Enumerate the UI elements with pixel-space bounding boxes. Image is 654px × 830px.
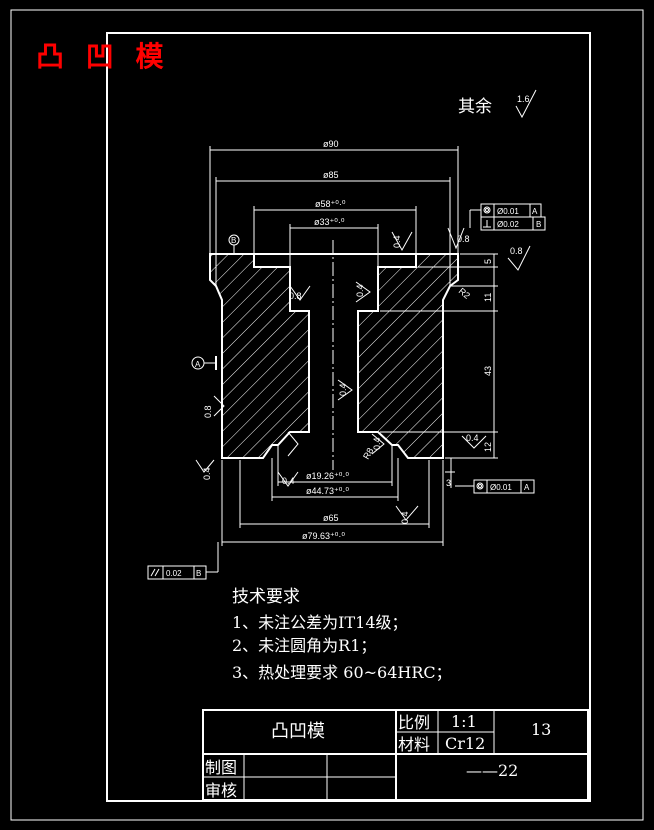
finish-04b: 0.4 [355,284,365,297]
dim-r2: R2 [457,286,472,301]
svg-text:Ø0.01: Ø0.01 [497,207,519,216]
svg-text:B: B [536,220,541,229]
finish-04h: 0.4 [400,511,410,524]
finish-04g: 0.4 [282,476,295,486]
tolerance-frame-perp-top: Ø0.02 B [480,216,546,231]
dim-d85: ø85 [323,170,339,180]
tolerance-frame-concentric-bottom: Ø0.01 A [473,479,535,494]
requirements-heading: 技术要求 [232,587,300,607]
material-label: 材料 [398,735,430,754]
svg-text:A: A [532,207,538,216]
finish-04c: 0.4 [338,383,348,396]
svg-text:0.02: 0.02 [166,569,182,578]
section-left [209,253,310,459]
dim-d79: ø79.63⁺⁰·⁰ [302,531,345,541]
finish-04f: 0.4 [202,467,212,480]
finish-08a: 0.8 [457,234,470,244]
finish-08c: 0.8 [289,291,302,301]
finish-04a: 0.4 [392,235,402,248]
inner-frame [106,32,591,802]
tolerance-frame-concentric-top: Ø0.01 A [480,203,542,218]
part-name: 凸凹模 [271,721,325,742]
requirement-item-2: 2、未注圆角为R1； [232,636,376,655]
dim-d44: ø44.73⁺⁰·⁰ [306,486,349,496]
dim-h43: 43 [483,366,493,376]
tolerance-frame-parallel: 0.02 B [147,565,207,580]
finish-04e: 0.4 [466,433,479,443]
dim-d65: ø65 [323,513,339,523]
svg-text:Ø0.01: Ø0.01 [490,483,512,492]
roughness-other-value: 1.6 [517,94,530,104]
scale-label: 比例 [398,713,430,732]
svg-text:A: A [524,483,530,492]
dim-d90: ø90 [323,139,339,149]
finish-08d: 0.8 [203,405,213,418]
dim-h3: 3 [446,478,451,488]
quantity: 13 [531,720,551,739]
page-title: 凸 凹 模 [36,40,170,73]
material-value: Cr12 [445,734,485,753]
drawing-number: ——22 [466,761,518,780]
drawn-label: 制图 [205,758,237,777]
scale-value: 1:1 [451,712,477,731]
dim-d19: ø19.26⁺⁰·⁰ [306,471,349,481]
section-right [357,253,459,459]
dim-d58: ø58⁺⁰·⁰ [315,199,346,209]
svg-text:B: B [196,569,201,578]
svg-text:Ø0.02: Ø0.02 [497,220,519,229]
requirement-item-1: 1、未注公差为IT14级； [232,613,408,632]
dim-h5: 5 [483,259,493,264]
dim-d33: ø33⁺⁰·⁰ [314,217,345,227]
dim-h11: 11 [483,293,493,302]
roughness-other-label: 其余 [458,97,492,117]
datum-b-letter: B [231,236,236,245]
dim-r8: R8 [361,446,375,461]
title-block [202,709,589,801]
outer-frame [10,9,644,821]
finish-08b: 0.8 [510,246,523,256]
finish-04d: 0.4 [372,437,382,450]
dim-h12: 12 [483,442,493,452]
checked-label: 审核 [205,781,237,800]
roughness-symbol-icon [515,89,537,119]
datum-a-letter: A [195,360,201,369]
requirement-item-3: 3、热处理要求 60~64HRC； [232,663,452,682]
